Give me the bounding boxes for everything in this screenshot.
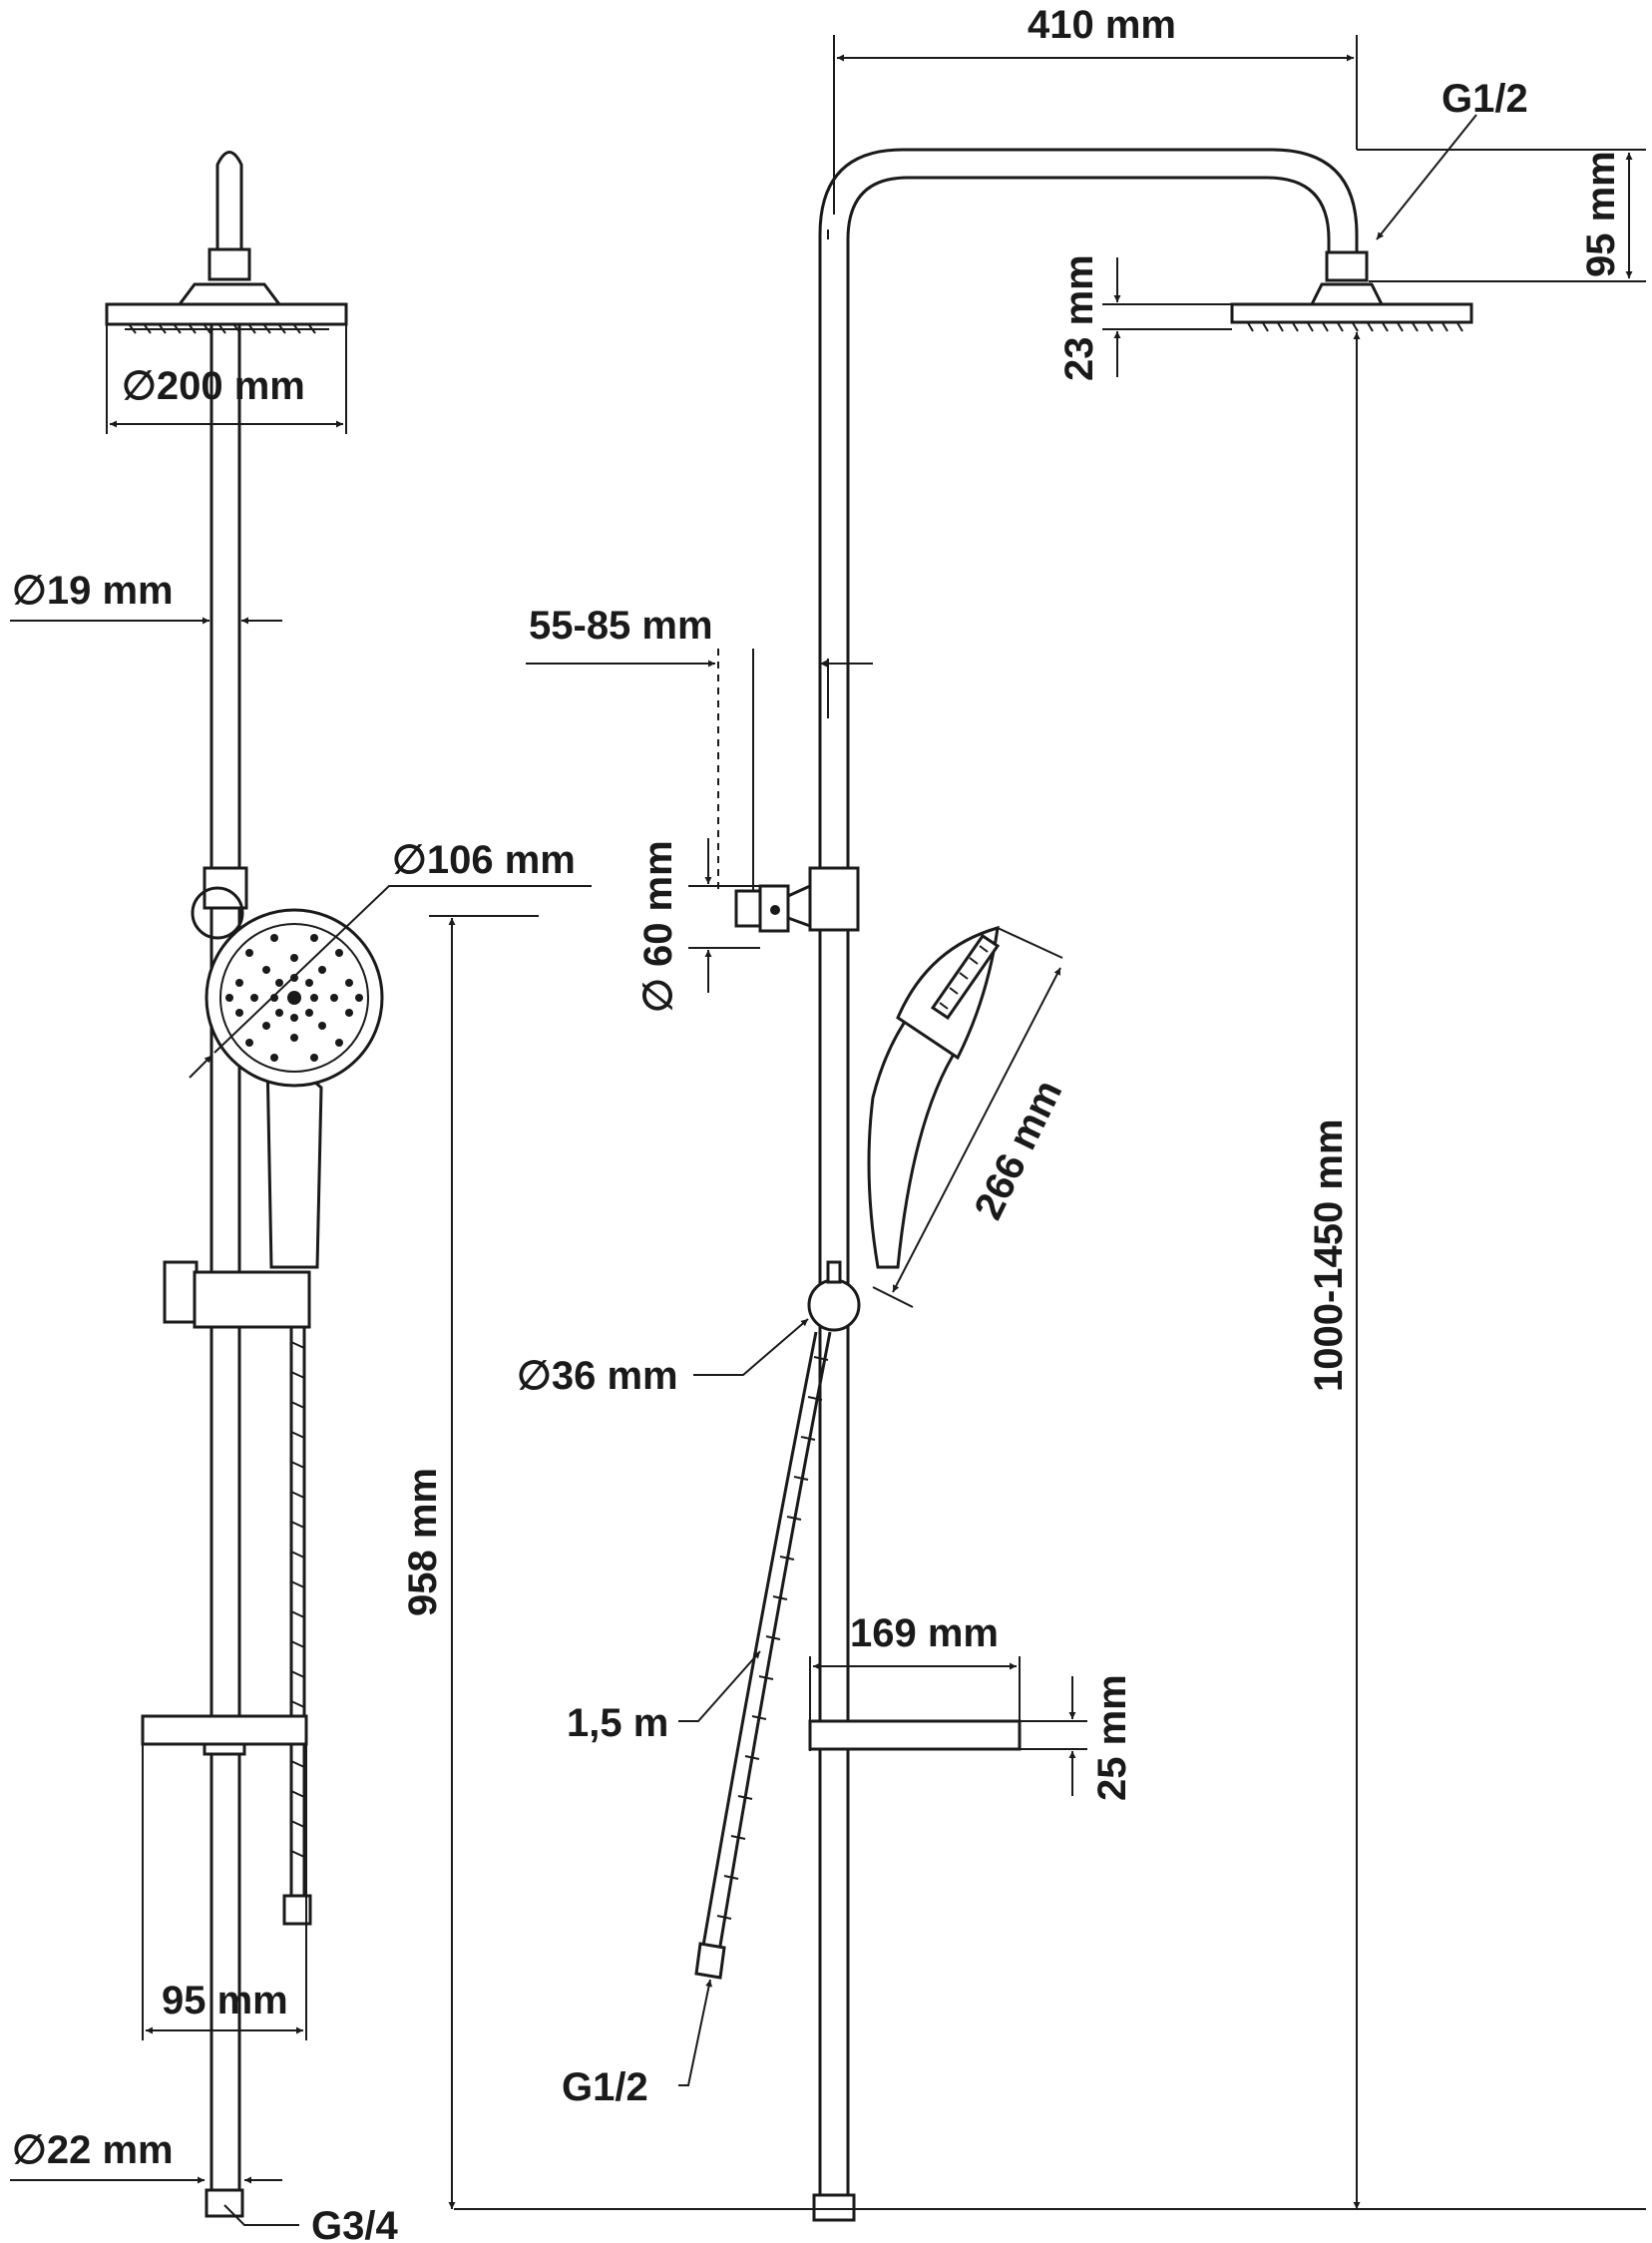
side-diverter-stem [826, 1260, 842, 1284]
side-head-nut [1325, 250, 1369, 282]
front-head-mount [177, 282, 282, 306]
side-rail-outer [818, 148, 1359, 2197]
front-dimensions [10, 324, 592, 2226]
front-top-arm [215, 151, 243, 254]
front-slider-knob [163, 1260, 199, 1324]
front-hose-texture [290, 1341, 305, 1858]
front-shelf [141, 1714, 308, 1746]
dim-hose-leader [678, 1650, 761, 1722]
front-hand-handle [265, 1055, 323, 1269]
side-diverter [807, 1278, 861, 1332]
front-top-nut [207, 247, 251, 281]
side-head-mount [1309, 282, 1385, 306]
front-holder-ring [191, 886, 244, 940]
label-hose-connector: G1/2 [562, 2065, 648, 2109]
front-hand-nozzles [225, 934, 363, 1062]
label-slide-height: 958 mm [401, 1468, 445, 1616]
side-hose-2 [718, 1331, 832, 1947]
front-overhead-head [105, 302, 348, 326]
label-total-height: 1000-1450 mm [1307, 1119, 1351, 1392]
dim-36-leader [693, 1318, 809, 1376]
side-shelf [808, 1719, 1022, 1751]
label-diverter-diameter: ∅36 mm [517, 1354, 678, 1398]
label-shelf-width: 95 mm [162, 1979, 288, 2022]
front-rail [209, 324, 241, 2195]
label-wall-distance: 55-85 mm [529, 604, 713, 648]
label-hand-length: 266 mm [967, 1074, 1071, 1226]
label-height-95: 95 mm [1579, 151, 1623, 277]
side-shelf-clip [809, 1721, 1021, 1751]
dim-hand-leader-tail [189, 1055, 212, 1079]
label-shelf-thickness: 25 mm [1090, 1674, 1134, 1801]
front-bottom-nut [205, 2188, 244, 2218]
front-shelf-clamp [203, 1742, 246, 1756]
side-hose-nut [694, 1942, 726, 1980]
front-slider [193, 1270, 311, 1329]
label-pipe-diameter: ∅19 mm [12, 569, 174, 613]
side-hose-1 [701, 1331, 818, 1947]
front-hand-face [219, 923, 369, 1073]
side-dimensions [454, 35, 1646, 2210]
side-holder-screw [770, 905, 780, 915]
label-head-diameter: ∅200 mm [122, 364, 305, 408]
label-bracket-diameter: ∅ 60 mm [636, 840, 680, 1013]
dimension-labels: 410 mm G1/2 95 mm 23 mm ∅200 mm ∅19 mm 5… [12, 3, 1623, 2243]
label-inlet-bottom: G3/4 [311, 2204, 398, 2243]
side-overhead-head [1230, 302, 1473, 324]
dim-266-line [892, 967, 1061, 1293]
side-bottom-cap [812, 2193, 856, 2222]
label-head-thickness: 23 mm [1057, 254, 1101, 381]
dim-hand-leader [213, 885, 592, 1054]
front-head-nozzles [125, 324, 329, 334]
label-hose-length: 1,5 m [567, 1701, 668, 1745]
dim-266-ext-top [997, 927, 1063, 959]
side-rail-inner [846, 176, 1331, 2197]
front-view [105, 151, 384, 2218]
label-width-410: 410 mm [1028, 3, 1176, 47]
label-hand-head-diameter: ∅106 mm [392, 838, 576, 882]
side-holder-arm [786, 883, 812, 929]
dim-g12-leader [1376, 114, 1477, 240]
side-hose-texture [716, 1356, 829, 1920]
label-bottom-pipe-diameter: ∅22 mm [12, 2128, 174, 2172]
dim-inlet-leader [223, 2204, 299, 2226]
label-inlet-top: G1/2 [1442, 77, 1528, 121]
dim-266-ext-bottom [872, 1286, 914, 1308]
side-view [694, 148, 1473, 2222]
label-shelf-depth: 169 mm [850, 1611, 999, 1655]
dim-hose-nut-leader [678, 1979, 713, 2086]
side-holder-wall [734, 889, 762, 928]
side-holder-clamp [808, 866, 860, 932]
side-head-nozzles [1246, 320, 1463, 332]
